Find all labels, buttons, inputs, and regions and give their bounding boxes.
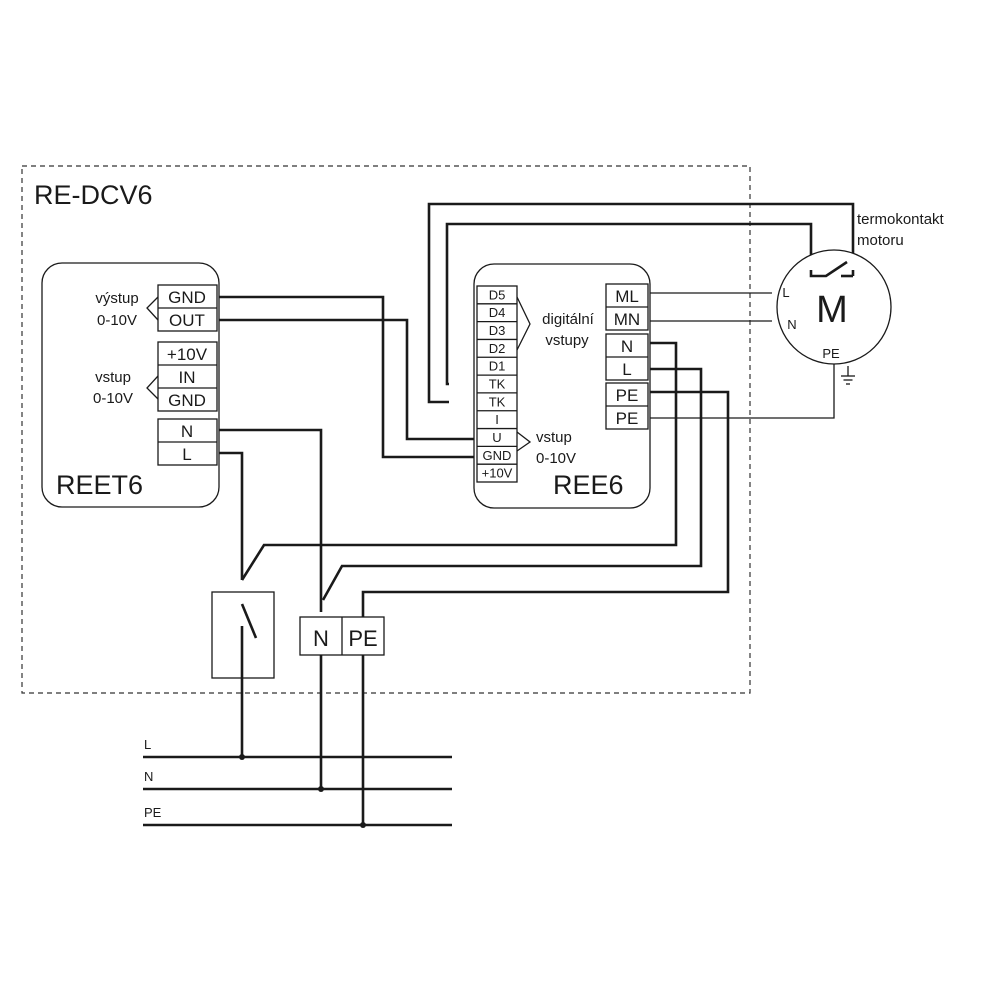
- wire-ree6-pe: [361, 390, 730, 621]
- motor-terminal-l: L: [782, 285, 789, 300]
- ree6-voltage-chevron: [516, 431, 532, 452]
- ree6-name: REE6: [553, 470, 624, 500]
- ree6-voltage-label-1: vstup: [536, 429, 572, 446]
- reet6-terminal-gnd-in: GND: [168, 391, 206, 410]
- terminal-block: N PE: [299, 616, 385, 656]
- reet6-name: REET6: [56, 470, 143, 500]
- wire-out-to-u: [217, 318, 477, 441]
- ree6-left-terminal: +10V: [482, 466, 513, 481]
- ree6-digital-chevron: [516, 296, 531, 351]
- mains-label-pe: PE: [144, 805, 162, 820]
- ree6-terminal-n: N: [621, 337, 633, 356]
- motor-body: [776, 249, 892, 365]
- ree6-left-terminal: I: [495, 412, 499, 427]
- wire-ree6-n: [240, 341, 678, 581]
- reet6-output-chevron: [146, 296, 159, 321]
- thermo-label-2: motoru: [857, 232, 904, 249]
- motor-symbol: M: [816, 289, 848, 331]
- reet6-terminal-10v: +10V: [167, 345, 208, 364]
- wire-reet6-n: [217, 428, 323, 612]
- wire-reet6-l: [217, 451, 244, 580]
- mains-label-l: L: [144, 737, 151, 752]
- motor-terminal-pe: PE: [822, 346, 840, 361]
- junction-dot-pe: [360, 822, 366, 828]
- ree6-left-terminal: D4: [489, 305, 506, 320]
- wires: [217, 202, 855, 825]
- ree6-terminal-l: L: [622, 360, 631, 379]
- wire-ree6-l: [321, 367, 703, 601]
- wire-pe-motor: [648, 350, 835, 419]
- reet6-module: GND OUT +10V IN GND N L výstup 0-10V vst…: [41, 262, 220, 508]
- switch-box: [211, 591, 275, 679]
- enclosure-title: RE-DCV6: [34, 180, 153, 210]
- mains-lines: L N PE: [143, 737, 452, 828]
- reet6-terminal-n: N: [181, 422, 193, 441]
- ree6-digital-label-2: vstupy: [545, 332, 589, 349]
- ree6-terminal-ml: ML: [615, 287, 639, 306]
- reet6-input-label-2: 0-10V: [93, 390, 133, 407]
- motor-terminal-n: N: [787, 317, 796, 332]
- ree6-terminal-mn: MN: [614, 310, 640, 329]
- thermo-label-1: termokontakt: [857, 211, 945, 228]
- block-terminal-n: N: [313, 626, 329, 651]
- reet6-input-label-1: vstup: [95, 369, 131, 386]
- ree6-terminal-pe-2: PE: [616, 409, 639, 428]
- ree6-digital-label-1: digitální: [542, 311, 595, 328]
- wire-thermo-outer: [427, 202, 855, 404]
- reet6-terminal-l: L: [182, 445, 191, 464]
- ree6-left-terminal: U: [492, 430, 501, 445]
- reet6-terminal-out: OUT: [169, 311, 205, 330]
- reet6-terminal-in: IN: [179, 368, 196, 387]
- ground-icon: [841, 366, 855, 385]
- ree6-left-terminal: D2: [489, 341, 506, 356]
- wire-gnd-to-gnd: [217, 295, 477, 459]
- mains-label-n: N: [144, 769, 153, 784]
- thermo-contact: [809, 260, 848, 278]
- ree6-left-terminal: D5: [489, 287, 506, 302]
- wire-thermo-inner: [445, 222, 813, 386]
- ree6-left-terminal: GND: [483, 448, 512, 463]
- enclosure-boundary: [21, 165, 751, 694]
- block-terminal-pe: PE: [348, 626, 377, 651]
- reet6-input-chevron: [146, 375, 159, 400]
- ree6-left-terminal: D3: [489, 323, 506, 338]
- ree6-voltage-label-2: 0-10V: [536, 450, 576, 467]
- switch-blade: [240, 603, 258, 639]
- reet6-terminal-gnd-out: GND: [168, 288, 206, 307]
- ree6-left-terminal: TK: [489, 377, 506, 392]
- junction-dot-n: [318, 786, 324, 792]
- reet6-output-label-1: výstup: [95, 290, 138, 307]
- motor: M L N PE termokontakt motoru: [776, 211, 945, 385]
- ree6-left-terminal: D1: [489, 359, 506, 374]
- junction-dot-l: [239, 754, 245, 760]
- ree6-left-terminal: TK: [489, 394, 506, 409]
- reet6-output-label-2: 0-10V: [97, 312, 137, 329]
- ree6-terminal-pe-1: PE: [616, 386, 639, 405]
